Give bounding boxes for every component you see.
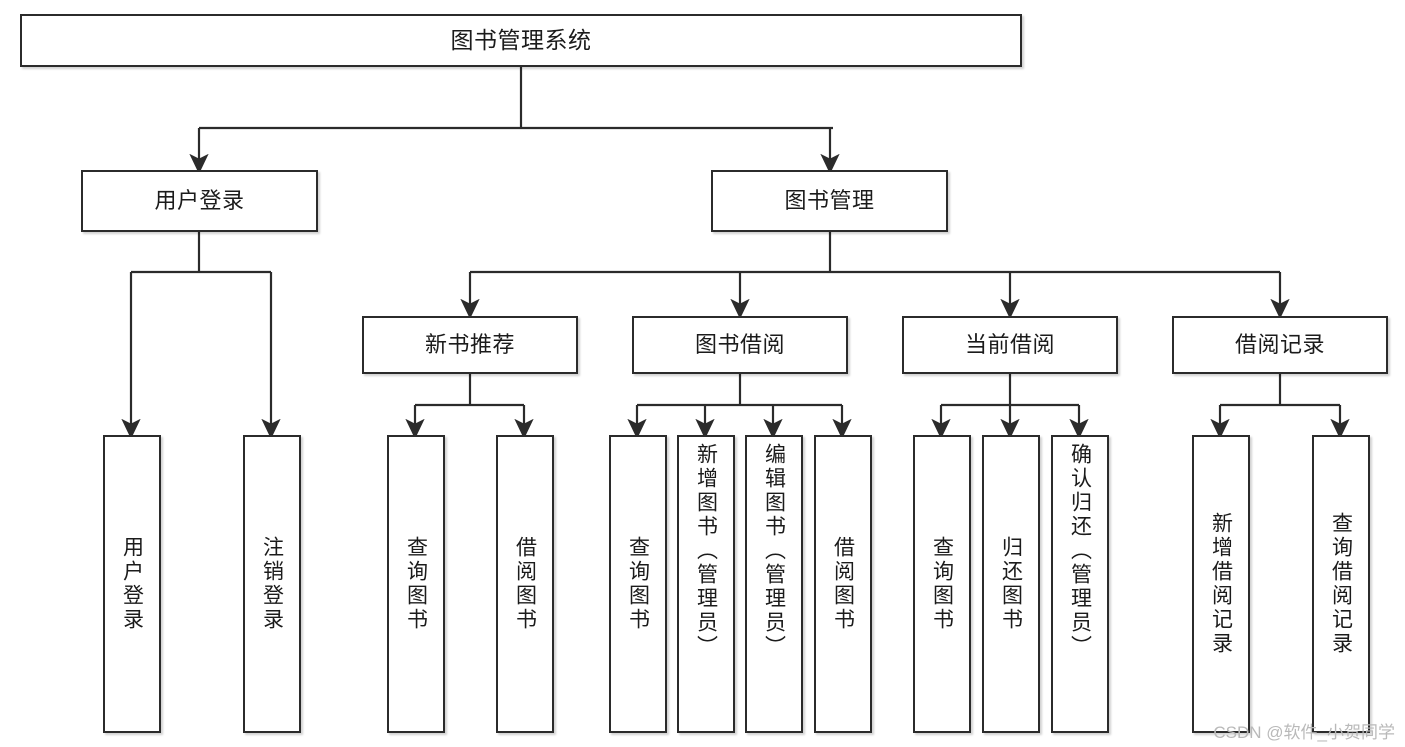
node-leaf-user-login-label: 用户登录 bbox=[120, 536, 144, 632]
node-borrow-record-label: 借阅记录 bbox=[1234, 332, 1325, 358]
node-leaf-add-record-label: 新增借阅记录 bbox=[1209, 512, 1233, 656]
node-leaf-query-book-3-label: 查询图书 bbox=[930, 536, 954, 632]
node-book-borrow-label: 图书借阅 bbox=[694, 332, 785, 358]
node-current-borrow[interactable]: 当前借阅 bbox=[902, 316, 1118, 374]
node-leaf-return-book[interactable]: 归还图书 bbox=[982, 435, 1040, 733]
node-root-label: 图书管理系统 bbox=[450, 27, 592, 54]
node-book-manage-label: 图书管理 bbox=[784, 188, 875, 214]
node-current-borrow-label: 当前借阅 bbox=[964, 332, 1055, 358]
node-leaf-user-logout-label: 注销登录 bbox=[260, 536, 284, 632]
node-leaf-query-book-2[interactable]: 查询图书 bbox=[609, 435, 667, 733]
node-leaf-borrow-book-1-label: 借阅图书 bbox=[513, 536, 537, 632]
node-leaf-user-logout[interactable]: 注销登录 bbox=[243, 435, 301, 733]
node-borrow-record[interactable]: 借阅记录 bbox=[1172, 316, 1388, 374]
node-leaf-query-record-label: 查询借阅记录 bbox=[1329, 512, 1353, 656]
node-leaf-query-book-1[interactable]: 查询图书 bbox=[387, 435, 445, 733]
node-leaf-add-record[interactable]: 新增借阅记录 bbox=[1192, 435, 1250, 733]
node-leaf-user-login[interactable]: 用户登录 bbox=[103, 435, 161, 733]
node-leaf-add-book-label: 新增图书（管理员） bbox=[694, 443, 718, 659]
node-book-borrow[interactable]: 图书借阅 bbox=[632, 316, 848, 374]
node-leaf-confirm-return-label: 确认归还（管理员） bbox=[1068, 443, 1092, 659]
node-new-book-rec-label: 新书推荐 bbox=[424, 332, 515, 358]
csdn-watermark: CSDN @软件_小贺同学 bbox=[1213, 723, 1395, 742]
node-book-manage[interactable]: 图书管理 bbox=[711, 170, 948, 232]
node-leaf-edit-book-label: 编辑图书（管理员） bbox=[762, 443, 786, 659]
node-leaf-borrow-book-2-label: 借阅图书 bbox=[831, 536, 855, 632]
node-leaf-confirm-return[interactable]: 确认归还（管理员） bbox=[1051, 435, 1109, 733]
node-leaf-borrow-book-2[interactable]: 借阅图书 bbox=[814, 435, 872, 733]
node-root[interactable]: 图书管理系统 bbox=[20, 14, 1022, 67]
node-leaf-query-book-1-label: 查询图书 bbox=[404, 536, 428, 632]
node-leaf-query-record[interactable]: 查询借阅记录 bbox=[1312, 435, 1370, 733]
node-new-book-rec[interactable]: 新书推荐 bbox=[362, 316, 578, 374]
node-leaf-return-book-label: 归还图书 bbox=[999, 536, 1023, 632]
node-leaf-query-book-2-label: 查询图书 bbox=[626, 536, 650, 632]
node-user-login-label: 用户登录 bbox=[154, 188, 245, 214]
node-leaf-edit-book[interactable]: 编辑图书（管理员） bbox=[745, 435, 803, 733]
node-leaf-add-book[interactable]: 新增图书（管理员） bbox=[677, 435, 735, 733]
node-user-login[interactable]: 用户登录 bbox=[81, 170, 318, 232]
node-leaf-borrow-book-1[interactable]: 借阅图书 bbox=[496, 435, 554, 733]
node-leaf-query-book-3[interactable]: 查询图书 bbox=[913, 435, 971, 733]
